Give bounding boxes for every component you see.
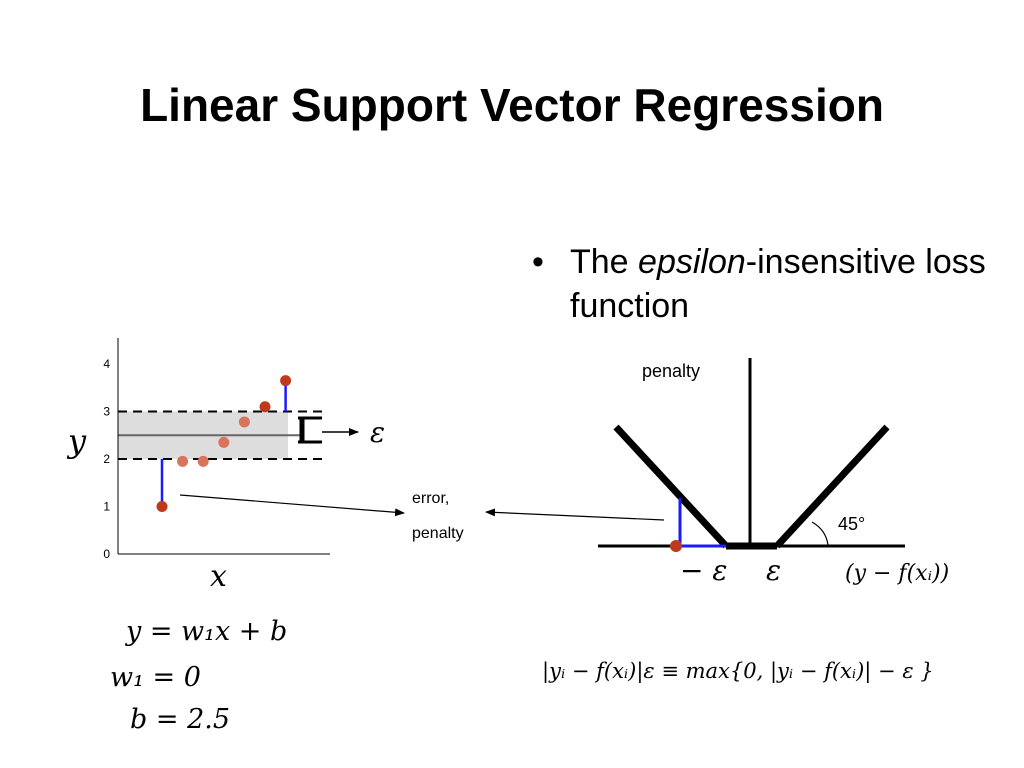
y-axis-label: y [66, 422, 87, 460]
loss-function-plot: 45° penalty − ε ε (y − f(xᵢ)) [598, 358, 949, 587]
y-tick-label: 4 [103, 357, 110, 371]
bullet-text: The epsilon-insensitive loss function [570, 240, 1010, 328]
y-tick-label: 0 [103, 547, 110, 561]
data-point [197, 455, 209, 467]
annotation-arrow-right [485, 508, 665, 521]
data-point [238, 416, 250, 428]
penalty-axis-label: penalty [642, 361, 700, 381]
equation-model: y = w₁x + b [125, 616, 287, 647]
bullet-symbol: • [532, 243, 544, 281]
data-points [156, 375, 292, 512]
bullet-emphasis: epsilon [638, 243, 746, 281]
data-point [259, 401, 271, 413]
annotation-arrow-left [179, 494, 405, 517]
loss-example-point [670, 540, 682, 552]
annotation-penalty: penalty [412, 525, 464, 542]
y-tick-label: 2 [103, 452, 110, 466]
annotation-error: error, [412, 490, 449, 507]
data-point [177, 455, 189, 467]
x-axis-label: x [210, 559, 227, 594]
loss-right-arm [774, 424, 890, 549]
bullet-prefix: The [570, 243, 639, 281]
y-tick-label: 3 [103, 405, 110, 419]
data-point [156, 501, 168, 512]
pos-epsilon-label: ε [766, 554, 781, 587]
angle-arc [811, 521, 829, 546]
epsilon-label: ε [370, 416, 385, 449]
equation-bias: b = 2.5 [130, 704, 230, 735]
equation-weight: w₁ = 0 [110, 662, 201, 693]
neg-epsilon-label: − ε [680, 554, 727, 587]
loss-left-arm [613, 424, 729, 549]
equation-loss: |yᵢ − f(xᵢ)|ε ≡ max{0, |yᵢ − f(xᵢ)| − ε … [542, 659, 934, 684]
y-tick-label: 1 [103, 500, 110, 514]
data-point [218, 436, 230, 448]
y-tick-labels: 0 1 2 3 4 [103, 357, 110, 561]
scatter-plot: 0 1 2 3 4 ε y x [66, 338, 385, 594]
bullet-suffix: -insensitive loss function [570, 243, 986, 325]
data-point [280, 375, 292, 387]
angle-label: 45° [838, 514, 865, 534]
error-axis-label: (y − f(xᵢ)) [845, 561, 949, 586]
slide-title: Linear Support Vector Regression [140, 79, 884, 131]
